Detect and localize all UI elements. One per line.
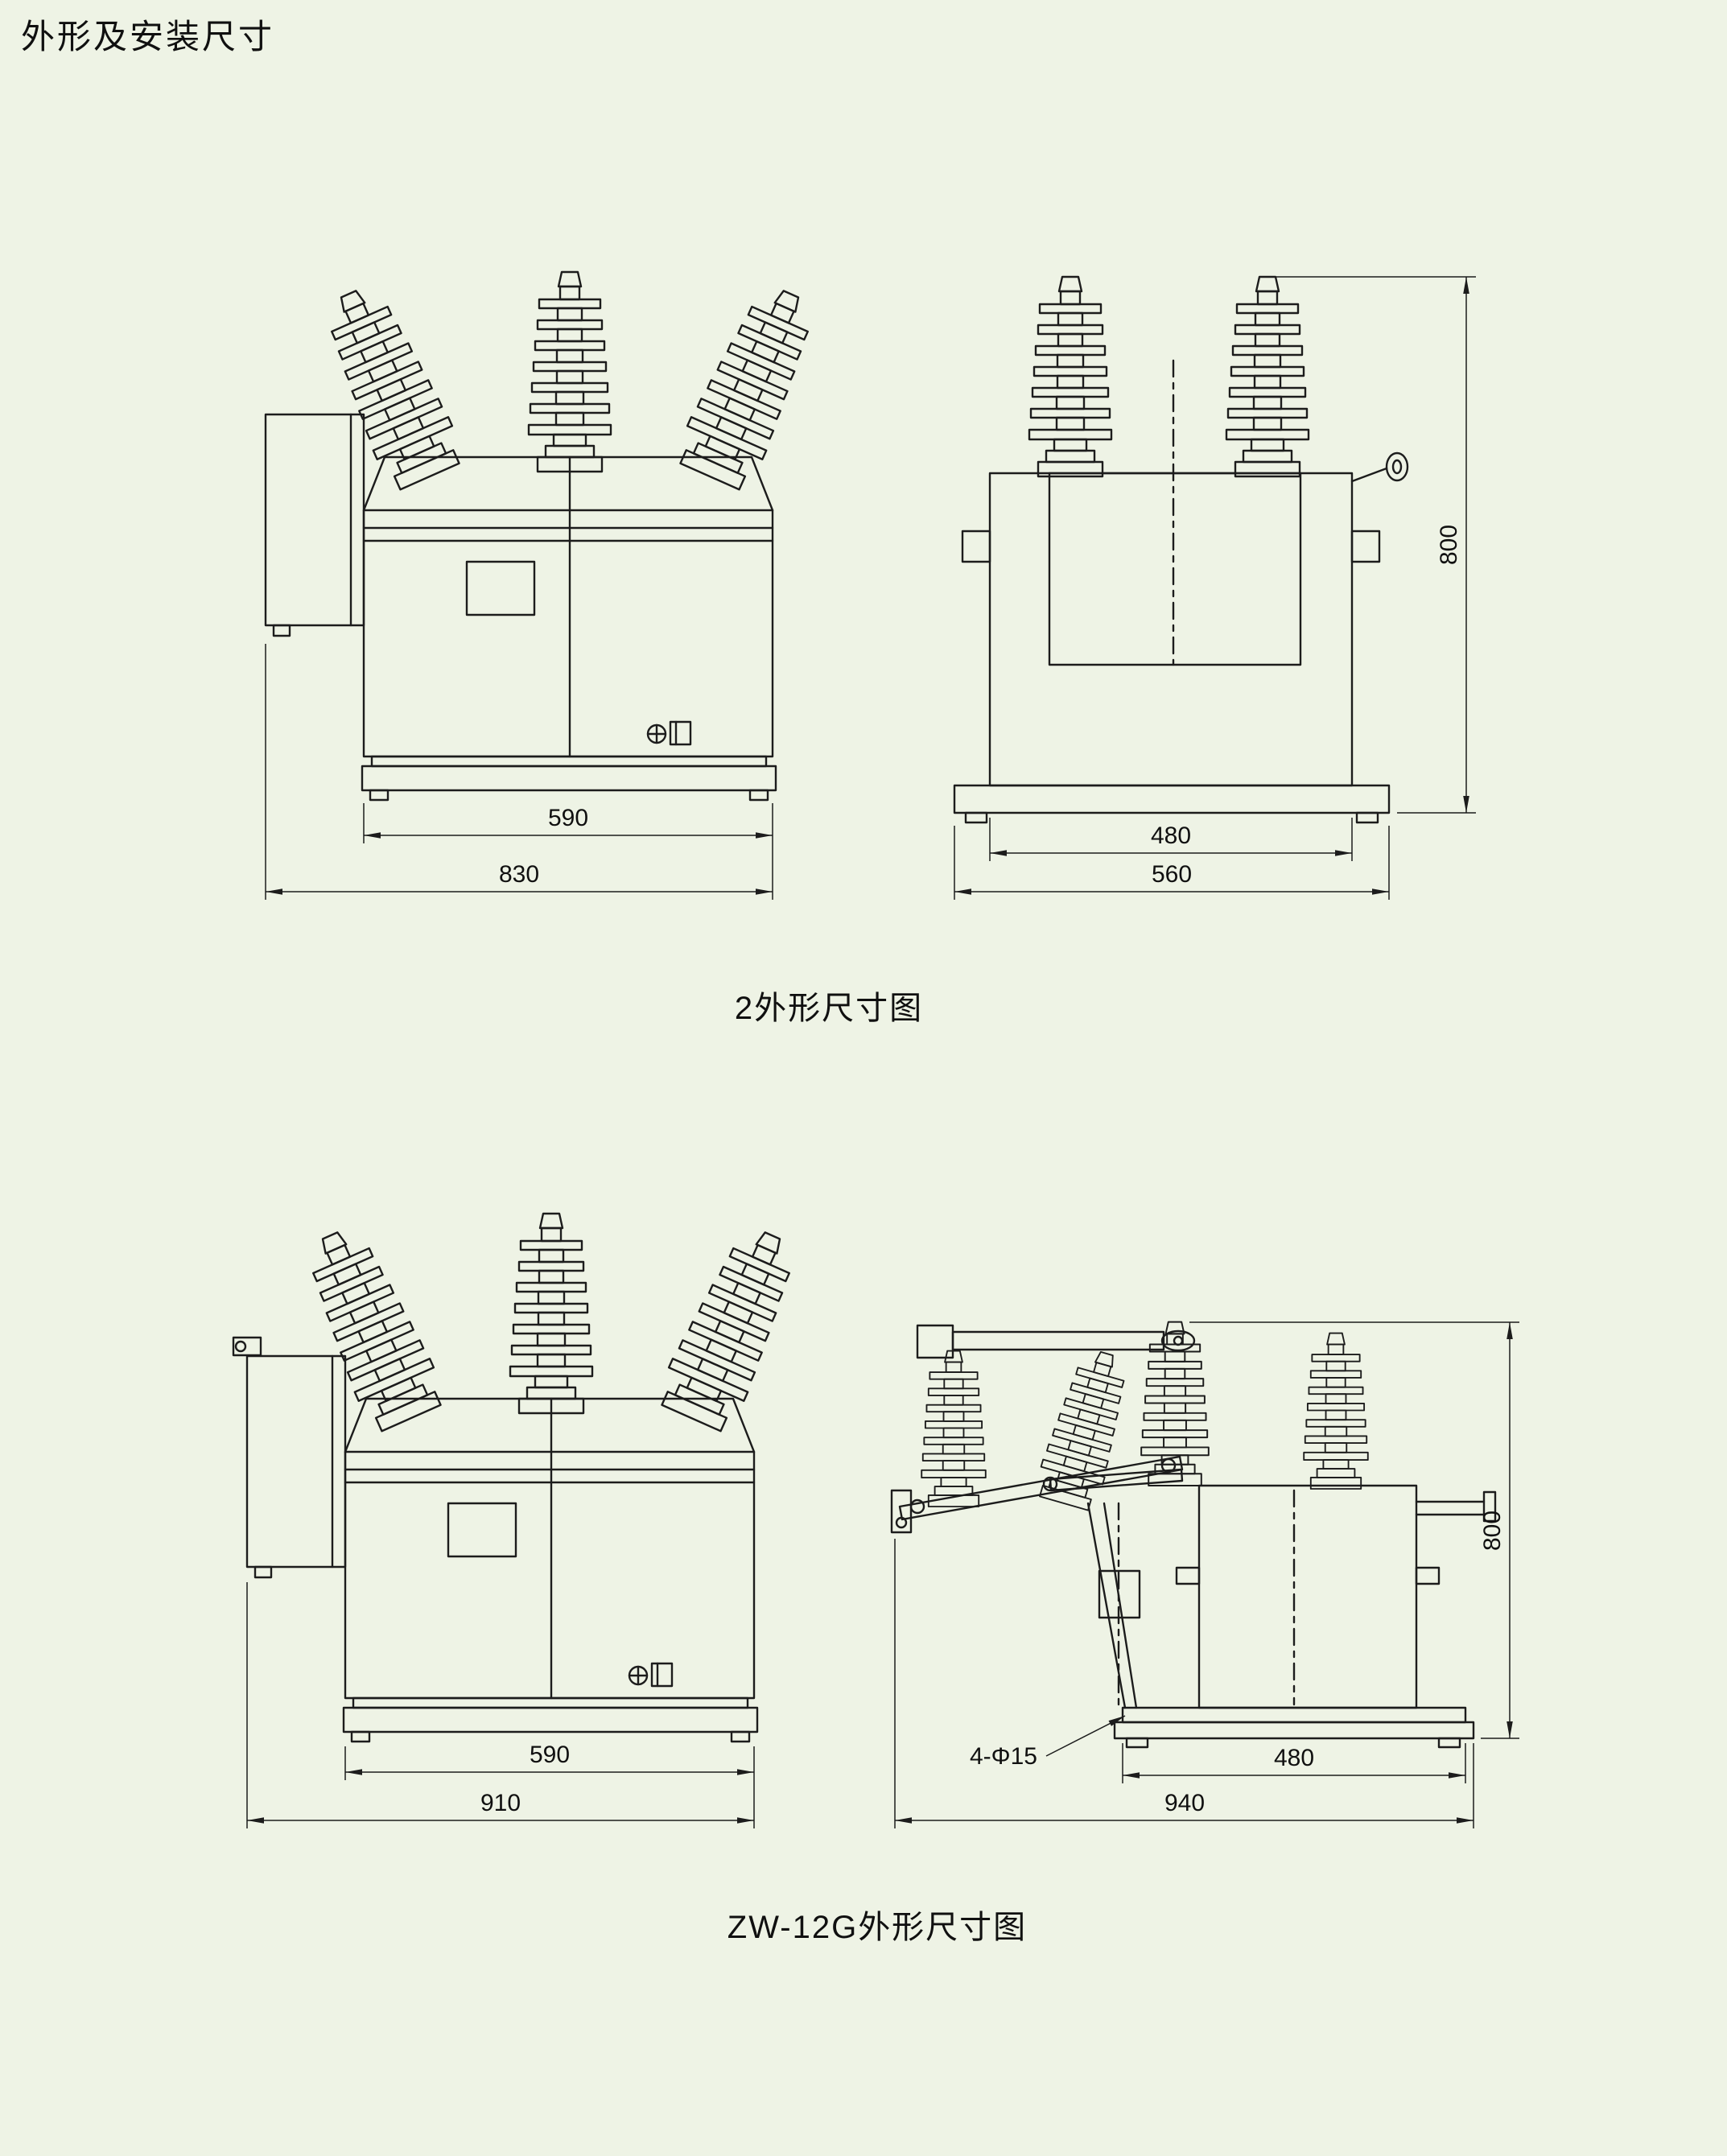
dim-label-f2-side-outer: 940: [1164, 1790, 1205, 1816]
base-plate-lower: [1113, 1721, 1475, 1740]
base-plate-upper: [1121, 1706, 1467, 1724]
dim-label-f2-front-inner: 590: [530, 1742, 570, 1768]
figure1-front-dimensions: [265, 644, 773, 900]
page-title: 外形及安装尺寸: [21, 18, 275, 56]
dim-label-f1-front-inner: 590: [548, 805, 588, 831]
figure2-caption: ZW-12G外形尺寸图: [727, 1910, 1028, 1945]
dim-label-f1-side-inner: 480: [1151, 822, 1191, 849]
left-bracket: [890, 1489, 913, 1534]
figure1-front-view: [266, 272, 828, 800]
linkage-arm-short: [1049, 1468, 1184, 1492]
dim-label-f2-height: 800: [1479, 1511, 1506, 1551]
operating-rod: [951, 1330, 1165, 1351]
pivot-left: [909, 1498, 925, 1515]
figure1-side-dimensions: [954, 276, 1476, 900]
tank-body: [1197, 1484, 1418, 1709]
dim-label-f2-side-inner: 480: [1274, 1745, 1314, 1771]
figure1-side-view: [954, 277, 1408, 822]
dim-label-f2-holes: 4-Φ15: [970, 1743, 1037, 1770]
figure2: 590 910 4-Φ15 480 940 800: [232, 1214, 1519, 1828]
holes-leader-line: [1045, 1715, 1126, 1757]
insulator-rear: [1303, 1332, 1369, 1490]
dim-label-f1-side-outer: 560: [1152, 861, 1192, 888]
figure1-caption: 2外形尺寸图: [734, 991, 924, 1026]
figure1: 590 830 480 560 800: [266, 272, 1476, 900]
right-bracket: [1415, 1500, 1486, 1516]
dim-label-f1-height: 800: [1436, 525, 1462, 565]
insulator-hanging: [921, 1350, 987, 1507]
rod-link: [1160, 1329, 1196, 1352]
pivot-right: [1160, 1457, 1177, 1474]
figure2-front-view: [247, 1214, 810, 1742]
dim-label-f1-front-outer: 830: [499, 861, 539, 888]
dim-label-f2-front-outer: 910: [480, 1790, 521, 1816]
figure2-side-dimensions: [894, 1321, 1519, 1828]
figure2-side-view: [890, 1321, 1497, 1749]
figure2-front-bracket: [232, 1336, 262, 1357]
support-column: [1086, 1502, 1138, 1709]
figure2-front-dimensions: [246, 1582, 755, 1828]
